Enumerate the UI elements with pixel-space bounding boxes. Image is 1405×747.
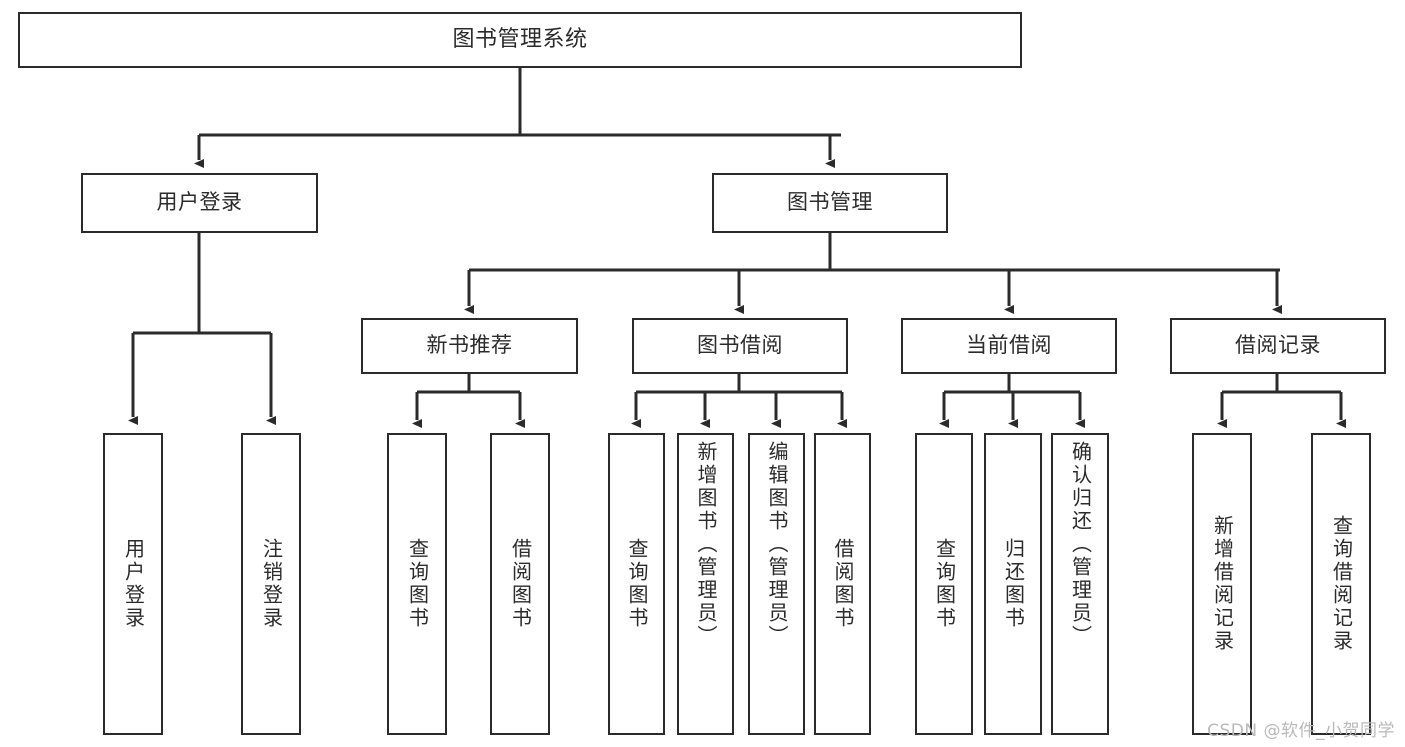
node-leaf-query-record-label: 查询借阅记录 <box>1329 515 1354 653</box>
node-borrow-record-label: 借阅记录 <box>1235 333 1321 358</box>
node-leaf-add-book-admin-label: 新增图书（管理员） <box>694 441 718 648</box>
node-leaf-add-record[interactable]: 新增借阅记录 <box>1192 433 1252 735</box>
node-leaf-borrow-book-1[interactable]: 借阅图书 <box>490 433 550 735</box>
node-leaf-logout[interactable]: 注销登录 <box>241 433 301 735</box>
node-leaf-borrow-book-2-label: 借阅图书 <box>831 538 855 630</box>
node-leaf-borrow-book-1-label: 借阅图书 <box>508 538 533 630</box>
node-leaf-confirm-return-admin[interactable]: 确认归还（管理员） <box>1051 433 1109 735</box>
node-current-borrow[interactable]: 当前借阅 <box>901 318 1117 374</box>
node-current-borrow-label: 当前借阅 <box>966 333 1052 358</box>
node-book-manage[interactable]: 图书管理 <box>712 173 948 233</box>
node-root[interactable]: 图书管理系统 <box>18 12 1022 68</box>
node-leaf-query-book-1[interactable]: 查询图书 <box>387 433 447 735</box>
node-book-borrow-label: 图书借阅 <box>697 333 783 358</box>
node-leaf-query-book-1-label: 查询图书 <box>405 538 430 630</box>
node-root-label: 图书管理系统 <box>452 26 588 52</box>
node-leaf-confirm-return-admin-label: 确认归还（管理员） <box>1068 441 1093 648</box>
node-new-book-rec-label: 新书推荐 <box>426 333 513 358</box>
node-leaf-edit-book-admin-label: 编辑图书（管理员） <box>765 441 789 648</box>
node-user-login-label: 用户登录 <box>156 190 243 215</box>
node-leaf-user-login[interactable]: 用户登录 <box>103 433 163 735</box>
node-leaf-return-book-label: 归还图书 <box>1001 538 1026 630</box>
node-leaf-user-login-label: 用户登录 <box>121 538 146 630</box>
node-leaf-return-book[interactable]: 归还图书 <box>984 433 1042 735</box>
node-new-book-rec[interactable]: 新书推荐 <box>361 318 578 374</box>
node-leaf-edit-book-admin[interactable]: 编辑图书（管理员） <box>748 433 805 735</box>
node-leaf-add-book-admin[interactable]: 新增图书（管理员） <box>677 433 734 735</box>
node-user-login[interactable]: 用户登录 <box>81 173 318 233</box>
node-book-borrow[interactable]: 图书借阅 <box>632 318 848 374</box>
node-book-manage-label: 图书管理 <box>787 190 873 215</box>
node-leaf-borrow-book-2[interactable]: 借阅图书 <box>814 433 871 735</box>
node-leaf-query-book-2-label: 查询图书 <box>625 538 649 630</box>
node-borrow-record[interactable]: 借阅记录 <box>1170 318 1386 374</box>
node-leaf-add-record-label: 新增借阅记录 <box>1210 515 1235 653</box>
node-leaf-query-book-3[interactable]: 查询图书 <box>915 433 973 735</box>
node-leaf-query-book-3-label: 查询图书 <box>932 538 957 630</box>
node-leaf-query-book-2[interactable]: 查询图书 <box>608 433 665 735</box>
node-leaf-query-record[interactable]: 查询借阅记录 <box>1311 433 1371 735</box>
node-leaf-logout-label: 注销登录 <box>259 538 284 630</box>
